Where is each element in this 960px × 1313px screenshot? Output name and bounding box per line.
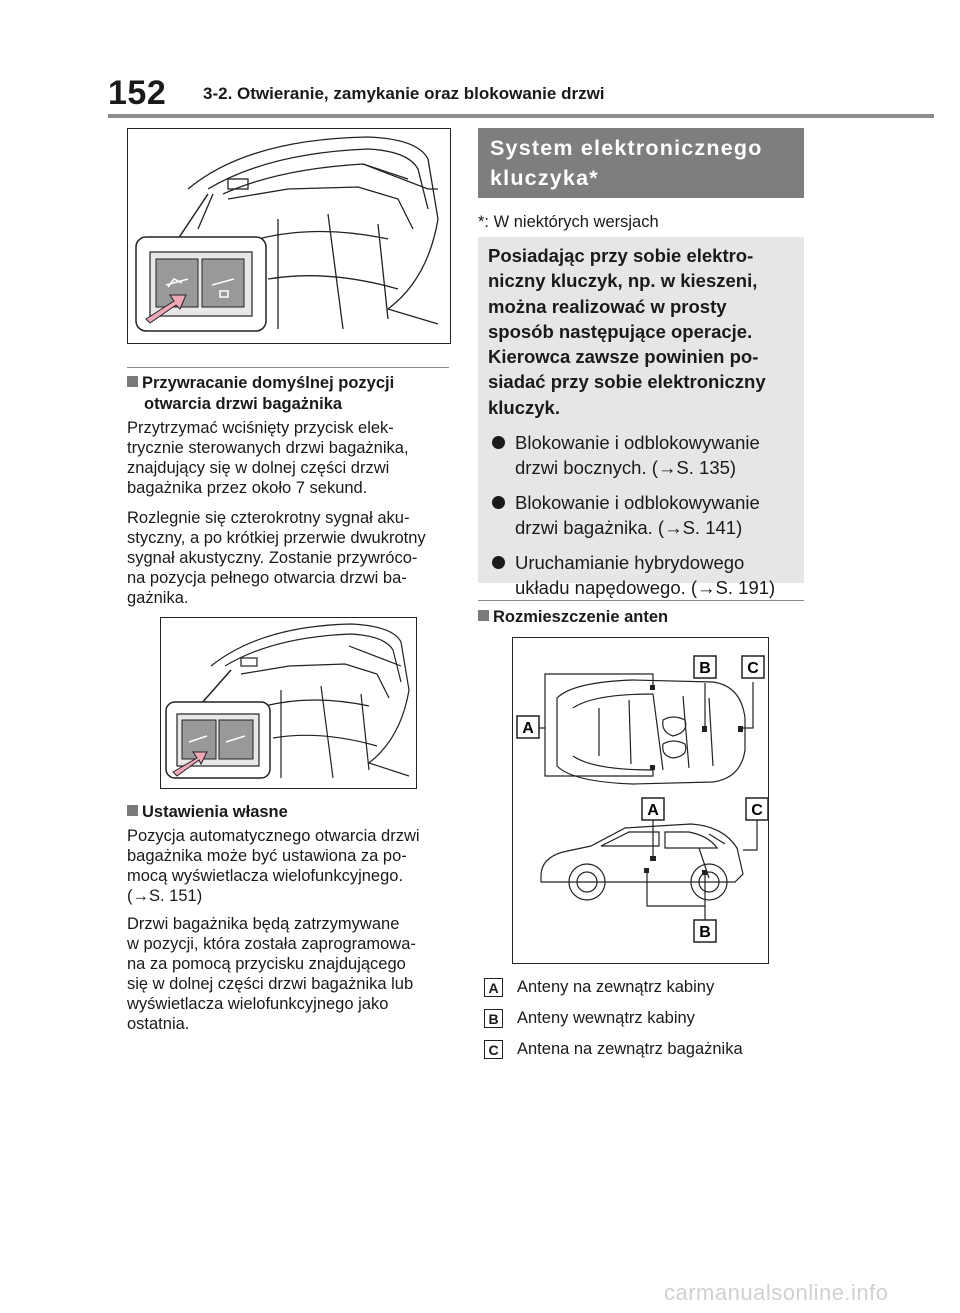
section-title-custom-settings: Ustawienia własne bbox=[127, 802, 288, 823]
info-box: Posiadając przy sobie elektro- niczny kl… bbox=[478, 237, 804, 598]
footnote-versions: *: W niektórych wersjach bbox=[478, 213, 659, 231]
legend-row-b: B Anteny wewnątrz kabiny bbox=[484, 1009, 743, 1028]
section-square-icon bbox=[127, 805, 138, 816]
antenna-diagram: A B C A C B bbox=[512, 637, 769, 964]
legend-row-a: A Anteny na zewnątrz kabiny bbox=[484, 978, 743, 997]
tailgate-button-figure-1 bbox=[127, 128, 451, 344]
tailgate-illustration-1 bbox=[135, 136, 439, 332]
tailgate-button-figure-2 bbox=[160, 617, 417, 789]
diagram-label-a-top: A bbox=[522, 720, 534, 737]
page-number: 152 bbox=[108, 74, 167, 112]
diagram-label-b-side: B bbox=[699, 924, 711, 941]
section-square-icon bbox=[127, 376, 138, 387]
diagram-label-c-side: C bbox=[751, 802, 763, 819]
legend-text-b: Anteny wewnątrz kabiny bbox=[517, 1009, 695, 1027]
watermark: carmanualsonline.info bbox=[664, 1280, 889, 1305]
legend-key-b: B bbox=[484, 1009, 503, 1028]
section-title-default-position: Przywracanie domyślnej pozycji otwarcia … bbox=[127, 373, 457, 415]
legend-text-a: Anteny na zewnątrz kabiny bbox=[517, 978, 715, 996]
legend-text-c: Antena na zewnątrz bagażnika bbox=[517, 1040, 743, 1058]
legend-key-c: C bbox=[484, 1040, 503, 1059]
antenna-legend: A Anteny na zewnątrz kabiny B Anteny wew… bbox=[484, 978, 743, 1059]
antenna-diagram-illustration: A B C A C B bbox=[516, 655, 769, 943]
paragraph-custom-settings-1: Pozycja automatycznego otwarcia drzwi ba… bbox=[127, 827, 420, 905]
diagram-label-c-top: C bbox=[747, 660, 759, 677]
page-header-title: 3-2. Otwieranie, zamykanie oraz blokowan… bbox=[203, 84, 605, 103]
bullet-icon bbox=[492, 496, 505, 510]
paragraph-custom-settings-2: Drzwi bagażnika będą zatrzymywane w pozy… bbox=[127, 915, 416, 1033]
section-divider-2 bbox=[478, 600, 804, 601]
legend-row-c: C Antena na zewnątrz bagażnika bbox=[484, 1040, 743, 1059]
diagram-label-a-side: A bbox=[647, 802, 659, 819]
section-title-antenna-layout: Rozmieszczenie anten bbox=[478, 607, 668, 628]
bullet-icon bbox=[492, 556, 505, 570]
section-banner: System elektronicznego kluczyka* bbox=[478, 128, 804, 198]
header-rule bbox=[108, 114, 934, 118]
section-divider-1 bbox=[127, 367, 449, 368]
legend-key-a: A bbox=[484, 978, 503, 997]
tailgate-illustration-2 bbox=[165, 623, 410, 779]
paragraph-default-position-2: Rozlegnie się czterokrotny sygnał aku- s… bbox=[127, 509, 426, 607]
bullet-icon bbox=[492, 436, 505, 450]
section-square-icon bbox=[478, 610, 489, 621]
diagram-label-b-top: B bbox=[699, 660, 711, 677]
paragraph-default-position-1: Przytrzymać wciśnięty przycisk elek- try… bbox=[127, 419, 409, 497]
info-intro: Posiadając przy sobie elektro- niczny kl… bbox=[488, 245, 766, 418]
